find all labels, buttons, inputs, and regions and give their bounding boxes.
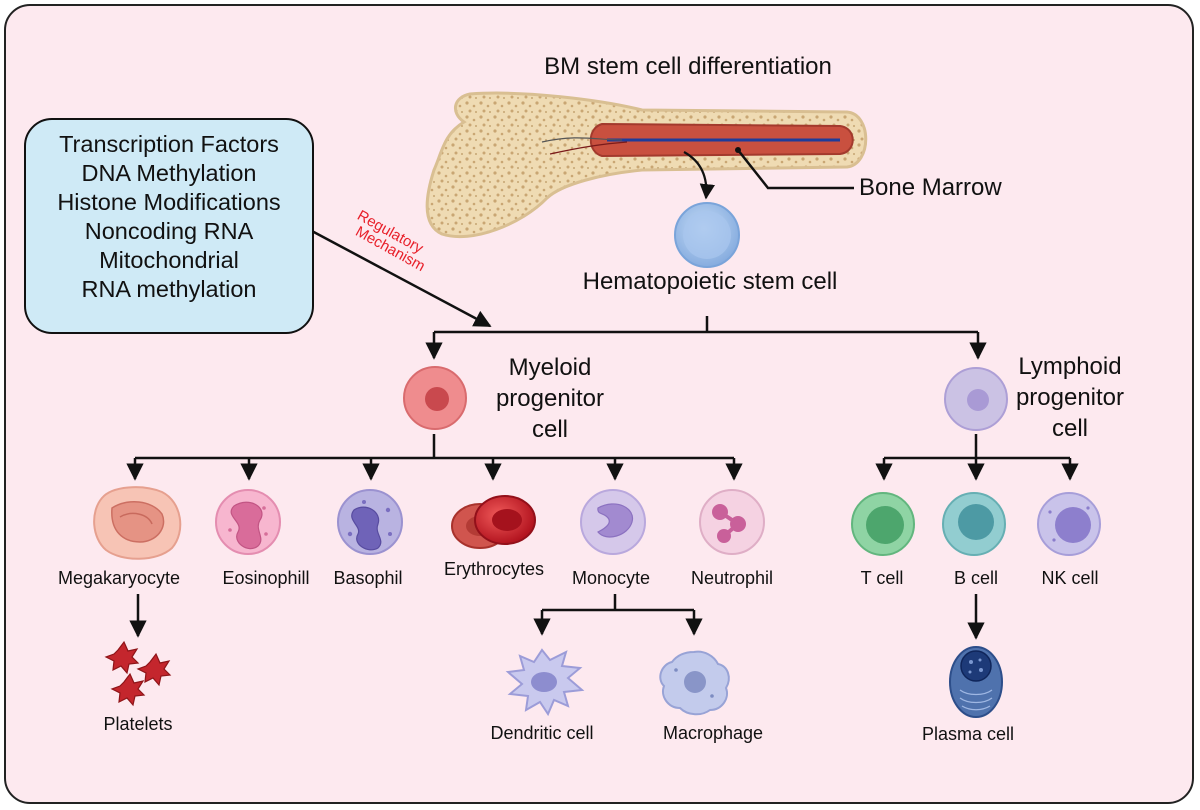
regulatory-mechanisms-box: Transcription Factors DNA Methylation Hi… <box>24 118 314 334</box>
plasma-cell-icon <box>949 646 1003 718</box>
dendritic-cell-label: Dendritic cell <box>490 723 593 743</box>
nk-cell-label: NK cell <box>1041 568 1098 588</box>
differentiation-diagram: BM stem cell differentiation Bone Marrow… <box>58 53 1124 744</box>
erythrocytes-label: Erythrocytes <box>444 559 544 579</box>
macrophage-label: Macrophage <box>663 723 763 743</box>
b-cell-icon <box>942 492 1006 556</box>
megakaryocyte-icon <box>93 486 182 560</box>
macrophage-icon <box>659 650 730 716</box>
platelets-icon <box>104 640 172 707</box>
regulatory-item: Transcription Factors <box>59 131 279 157</box>
hematopoietic-stem-cell-icon <box>674 202 740 268</box>
diagram-frame: BM stem cell differentiation Bone Marrow… <box>4 4 1194 804</box>
myeloid-progenitor-icon <box>403 366 467 430</box>
erythrocytes-icon <box>451 495 536 549</box>
megakaryocyte-label: Megakaryocyte <box>58 568 180 588</box>
neutrophil-label: Neutrophil <box>691 568 773 588</box>
t-cell-label: T cell <box>861 568 904 588</box>
monocyte-icon <box>580 489 646 555</box>
lymphoid-progenitor-icon <box>944 367 1008 431</box>
myeloid-label-line3: cell <box>532 416 568 443</box>
hsc-label: Hematopoietic stem cell <box>583 268 838 295</box>
monocyte-label: Monocyte <box>572 568 650 588</box>
regulatory-item: RNA methylation <box>81 276 257 302</box>
b-cell-label: B cell <box>954 568 998 588</box>
lymphoid-label-line3: cell <box>1052 415 1088 442</box>
plasma-cell-label: Plasma cell <box>922 724 1014 744</box>
regulatory-item: Noncoding RNA <box>84 218 254 244</box>
myeloid-label-line2: progenitor <box>496 385 604 412</box>
myeloid-label-line1: Myeloid <box>509 354 592 381</box>
regulatory-item: Histone Modifications <box>57 189 281 215</box>
basophil-label: Basophil <box>333 568 402 588</box>
regulatory-item: DNA Methylation <box>81 160 257 186</box>
eosinophil-icon <box>215 489 281 555</box>
lymphoid-label-line1: Lymphoid <box>1018 353 1121 380</box>
diagram-title: BM stem cell differentiation <box>544 53 832 80</box>
platelets-label: Platelets <box>103 714 172 734</box>
dendritic-cell-icon <box>505 648 585 717</box>
eosinophil-label: Eosinophill <box>222 568 309 588</box>
neutrophil-icon <box>699 489 765 555</box>
bone-marrow-label: Bone Marrow <box>859 174 1002 201</box>
t-cell-icon <box>851 492 915 556</box>
basophil-icon <box>337 489 403 555</box>
lymphoid-label-line2: progenitor <box>1016 384 1124 411</box>
nk-cell-icon <box>1037 492 1101 556</box>
regulatory-item: Mitochondrial <box>99 247 239 273</box>
bone-illustration <box>425 91 868 239</box>
